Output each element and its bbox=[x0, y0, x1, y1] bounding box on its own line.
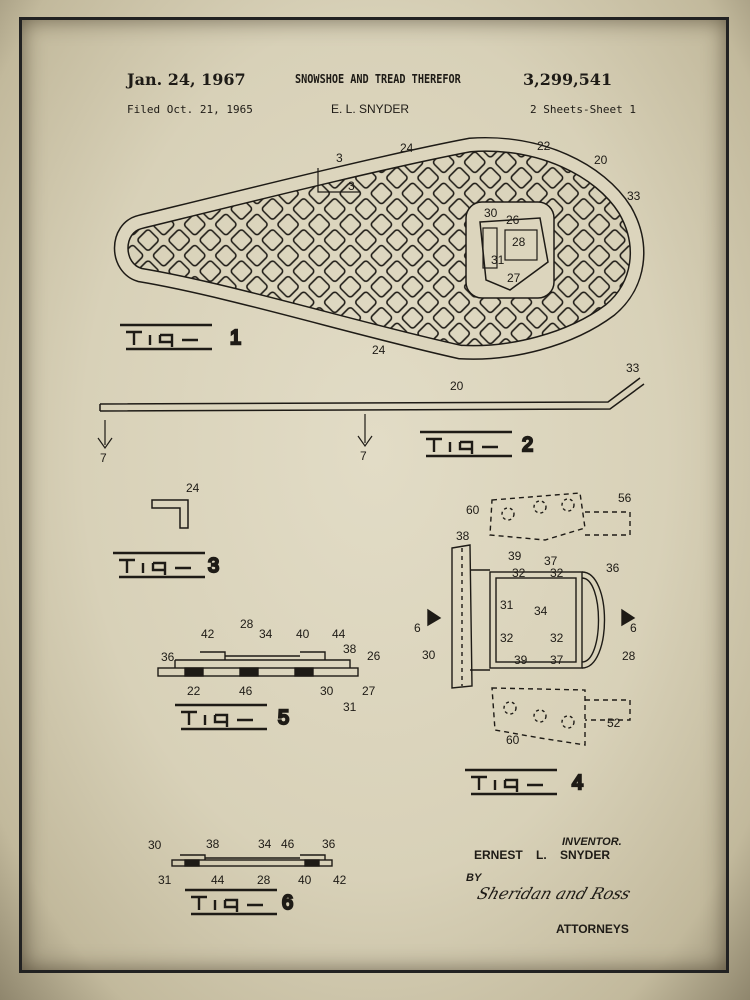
fig4-ref-numeral: 6 bbox=[414, 621, 421, 635]
fig1-ref-numeral: 30 bbox=[484, 206, 498, 220]
fig-glyph bbox=[175, 703, 267, 731]
fig2-ref-numeral: 7 bbox=[360, 449, 367, 463]
fig-glyph bbox=[113, 551, 205, 579]
fig-glyph bbox=[185, 888, 277, 916]
fig4-binding-detail bbox=[427, 492, 636, 746]
fig5-ref-numeral: 42 bbox=[201, 627, 215, 641]
fig2-ref-numeral: 7 bbox=[100, 451, 107, 465]
fig1-ref-numeral: 3 bbox=[348, 179, 355, 193]
fig5-ref-numeral: 34 bbox=[259, 627, 273, 641]
fig4-ref-numeral: 28 bbox=[622, 649, 636, 663]
fig6-ref-numeral: 38 bbox=[206, 837, 220, 851]
patent-date: Jan. 24, 1967 bbox=[127, 70, 246, 89]
fig1-ref-numeral: 20 bbox=[594, 153, 608, 167]
fig5-ref-numeral: 31 bbox=[343, 700, 357, 714]
fig4-ref-numeral: 39 bbox=[514, 653, 528, 667]
fig4-number: 4 bbox=[572, 772, 583, 794]
fig4-ref-numeral: 56 bbox=[618, 491, 632, 505]
attorneys-label: ATTORNEYS bbox=[556, 922, 629, 936]
fig4-ref-numeral: 60 bbox=[506, 733, 520, 747]
fig4-ref-numeral: 32 bbox=[550, 631, 564, 645]
sheet-count: 2 Sheets-Sheet 1 bbox=[530, 103, 636, 116]
fig6-ref-numeral: 31 bbox=[158, 873, 172, 887]
fig5-cross-section bbox=[157, 651, 359, 677]
fig4-ref-numeral: 39 bbox=[508, 549, 522, 563]
fig1-ref-numeral: 31 bbox=[491, 253, 505, 267]
fig6-ref-numeral: 30 bbox=[148, 838, 162, 852]
patent-number: 3,299,541 bbox=[523, 70, 613, 89]
fig3-caption: 3 bbox=[113, 551, 220, 579]
fig2-ref-numeral: 20 bbox=[450, 379, 464, 393]
fig6-ref-numeral: 40 bbox=[298, 873, 312, 887]
fig6-caption: 6 bbox=[185, 888, 294, 916]
fig-glyph bbox=[420, 430, 512, 458]
fig1-ref-numeral: 27 bbox=[507, 271, 521, 285]
fig4-ref-numeral: 60 bbox=[466, 503, 480, 517]
fig1-ref-numeral: 26 bbox=[506, 213, 520, 227]
fig2-number: 2 bbox=[522, 434, 533, 456]
fig5-ref-numeral: 30 bbox=[320, 684, 334, 698]
fig1-caption: 1 bbox=[120, 323, 242, 351]
fig6-number: 6 bbox=[282, 892, 293, 914]
fig3-number: 3 bbox=[208, 555, 219, 577]
fig5-ref-numeral: 36 bbox=[161, 650, 175, 664]
fig4-ref-numeral: 6 bbox=[630, 621, 637, 635]
fig4-caption: 4 bbox=[465, 768, 584, 796]
fig6-ref-numeral: 46 bbox=[281, 837, 295, 851]
fig4-ref-numeral: 30 bbox=[422, 648, 436, 662]
fig1-snowshoe-top-view bbox=[113, 136, 645, 360]
fig1-ref-numeral: 24 bbox=[400, 141, 414, 155]
fig4-ref-numeral: 37 bbox=[544, 554, 558, 568]
fig1-ref-numeral: 33 bbox=[627, 189, 641, 203]
fig4-ref-numeral: 32 bbox=[550, 566, 564, 580]
filed-date: Filed Oct. 21, 1965 bbox=[127, 103, 253, 116]
fig5-ref-numeral: 38 bbox=[343, 642, 357, 656]
attorney-signature: Sheridan and Ross bbox=[474, 884, 634, 903]
fig5-ref-numeral: 27 bbox=[362, 684, 376, 698]
fig6-ref-numeral: 36 bbox=[322, 837, 336, 851]
fig1-ref-numeral: 28 bbox=[512, 235, 526, 249]
fig5-ref-numeral: 26 bbox=[367, 649, 381, 663]
fig5-ref-numeral: 40 bbox=[296, 627, 310, 641]
fig4-ref-numeral: 34 bbox=[534, 604, 548, 618]
fig4-ref-numeral: 31 bbox=[500, 598, 514, 612]
fig3-angle-section bbox=[151, 499, 189, 529]
inventor-short: E. L. SNYDER bbox=[331, 102, 410, 116]
fig4-ref-numeral: 38 bbox=[456, 529, 470, 543]
fig5-caption: 5 bbox=[175, 703, 290, 731]
fig6-ref-numeral: 34 bbox=[258, 837, 272, 851]
fig-glyph bbox=[465, 768, 557, 796]
fig2-caption: 2 bbox=[420, 430, 534, 458]
fig6-ref-numeral: 44 bbox=[211, 873, 225, 887]
by-label: BY bbox=[466, 872, 482, 884]
fig-glyph bbox=[120, 323, 212, 351]
fig1-ref-numeral: 22 bbox=[537, 139, 551, 153]
fig2-snowshoe-side-view bbox=[97, 377, 645, 450]
fig5-ref-numeral: 22 bbox=[187, 684, 201, 698]
inventor-name: ERNEST L. SNYDER bbox=[474, 848, 611, 862]
fig5-ref-numeral: 44 bbox=[332, 627, 346, 641]
fig2-ref-numeral: 33 bbox=[626, 361, 640, 375]
fig4-ref-numeral: 52 bbox=[607, 716, 621, 730]
patent-title: SNOWSHOE AND TREAD THEREFOR bbox=[295, 72, 461, 86]
fig5-ref-numeral: 46 bbox=[239, 684, 253, 698]
fig5-number: 5 bbox=[278, 707, 289, 729]
fig1-number: 1 bbox=[230, 327, 241, 349]
inventor-label: INVENTOR. bbox=[562, 836, 622, 848]
fig6-cross-section bbox=[171, 854, 333, 867]
fig6-ref-numeral: 28 bbox=[257, 873, 271, 887]
fig4-ref-numeral: 32 bbox=[500, 631, 514, 645]
fig4-ref-numeral: 37 bbox=[550, 653, 564, 667]
fig4-ref-numeral: 36 bbox=[606, 561, 620, 575]
fig4-ref-numeral: 32 bbox=[512, 566, 526, 580]
fig3-ref-numeral: 24 bbox=[186, 481, 200, 495]
fig6-ref-numeral: 42 bbox=[333, 873, 347, 887]
fig1-ref-numeral: 3 bbox=[336, 151, 343, 165]
fig1-ref-numeral: 24 bbox=[372, 343, 386, 357]
fig5-ref-numeral: 28 bbox=[240, 617, 254, 631]
